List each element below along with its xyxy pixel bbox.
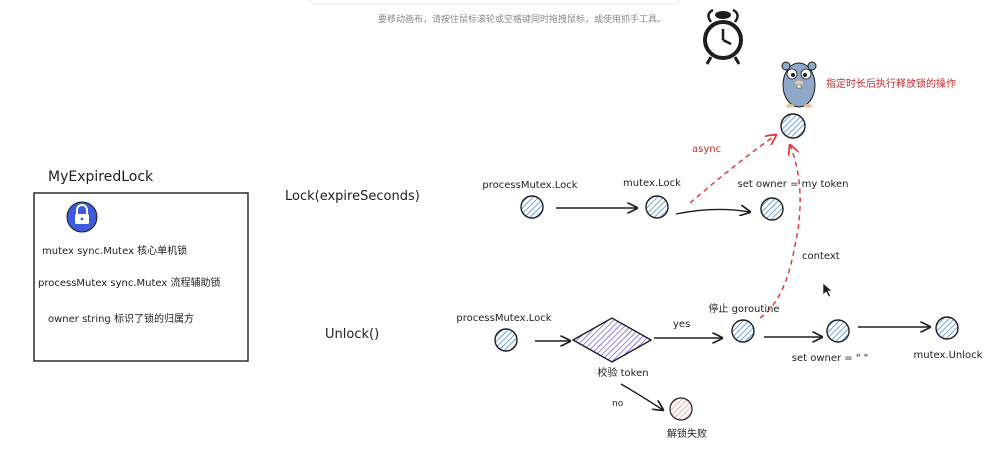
lock-step-setowner-label: set owner = my token [738, 179, 849, 190]
struct-title: MyExpiredLock [48, 169, 154, 185]
struct-field-mutex: mutex sync.Mutex 核心单机锁 [42, 244, 187, 257]
lock-flow-title: Lock(expireSeconds) [285, 189, 420, 204]
struct-field-processmutex: processMutex sync.Mutex 流程辅助锁 [38, 276, 221, 289]
timer-note: 指定时长后执行释放锁的操作 [826, 77, 956, 90]
lock-step-processmutex-node[interactable] [520, 195, 544, 219]
unlock-start-label: processMutex.Lock [456, 313, 551, 324]
stop-goroutine-node[interactable] [731, 319, 755, 343]
cursor-icon [822, 282, 833, 298]
stop-goroutine-label: 停止 goroutine [708, 302, 779, 315]
lock-step-setowner-node[interactable] [760, 197, 784, 221]
yes-label: yes [673, 319, 690, 330]
alarm-clock-icon [703, 8, 743, 65]
mutex-unlock-label: mutex.Unlock [914, 350, 983, 361]
context-label: context [802, 251, 840, 262]
canvas-hint: 要移动画布，请按住鼠标滚轮或空格键同时拖拽鼠标，或使用抓手工具。 [378, 13, 666, 25]
async-label: async [692, 144, 721, 155]
arrow-no [620, 383, 663, 410]
lock-step-mutex-node[interactable] [645, 195, 669, 219]
reset-owner-label: set owner = " " [792, 353, 868, 364]
lock-step-mutex-label: mutex.Lock [623, 178, 681, 189]
struct-field-owner: owner string 标识了锁的归属方 [48, 312, 194, 325]
timer-goroutine-node[interactable] [780, 113, 806, 139]
struct-box [33, 192, 249, 362]
lock-icon [66, 201, 98, 233]
arrow-async [689, 135, 776, 204]
arrow-context [759, 145, 801, 319]
check-token-diamond[interactable] [571, 317, 653, 363]
arrow-lock-2 [675, 209, 750, 214]
no-label: no [612, 399, 624, 409]
unlock-fail-label: 解锁失败 [667, 427, 707, 440]
unlock-start-node[interactable] [494, 328, 518, 352]
check-token-label: 校验 token [597, 366, 648, 379]
gopher-icon [781, 61, 817, 108]
mutex-unlock-node[interactable] [935, 316, 959, 340]
reset-owner-node[interactable] [826, 319, 850, 343]
lock-step-processmutex-label: processMutex.Lock [482, 180, 577, 191]
toolbar-stub [309, 0, 681, 5]
unlock-fail-node[interactable] [669, 397, 693, 421]
unlock-flow-title: Unlock() [325, 327, 379, 342]
